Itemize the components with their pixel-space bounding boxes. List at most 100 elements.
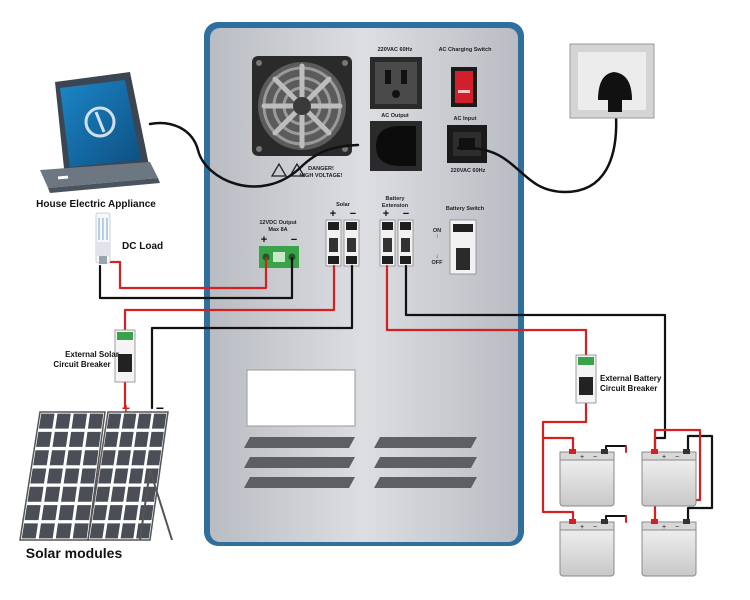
dc-output-label-1: 12VDC Output	[259, 220, 296, 226]
solar-cell	[89, 523, 105, 539]
solar-input-breaker[interactable]: Solar + −	[325, 202, 360, 267]
dc-load-label: DC Load	[122, 241, 163, 252]
battery-ext-label-2: Extension	[382, 203, 409, 209]
solar-cell	[105, 523, 121, 539]
solar-cell	[141, 486, 157, 502]
ac-input-cable	[456, 113, 618, 194]
warning-line-2: HIGH VOLTAGE!	[300, 173, 343, 179]
solar-cell	[36, 431, 52, 447]
solar-cell	[58, 505, 75, 521]
switch-on-label: ON	[433, 228, 441, 234]
switch-off-label: OFF	[432, 260, 444, 266]
battery-4: +−	[641, 519, 697, 577]
battery-positive-terminal	[569, 449, 576, 454]
solar-minus: −	[350, 208, 356, 220]
solar-cell	[138, 505, 154, 521]
solar-cell	[55, 413, 71, 429]
solar-cell	[85, 431, 101, 447]
solar-cell	[107, 505, 123, 521]
ac-charging-label: AC Charging Switch	[439, 47, 493, 53]
solar-cell	[101, 450, 116, 466]
battery-2: +−	[641, 449, 697, 507]
solar-cell	[24, 505, 41, 521]
battery-bank: +−+−+−+−	[559, 449, 697, 577]
solar-module-minus: −	[156, 400, 164, 416]
ac-input-socket[interactable]: AC Input 220VAC 60Hz	[447, 116, 487, 174]
solar-cell	[82, 450, 99, 466]
battery-3: +−	[559, 519, 615, 577]
battery-negative-terminal	[683, 519, 690, 524]
svg-text:↓: ↓	[436, 254, 439, 260]
battery-plus-sign: +	[662, 524, 666, 531]
battery-minus-sign: −	[593, 454, 597, 461]
ac-charging-switch[interactable]: AC Charging Switch	[439, 47, 493, 107]
solar-cell	[66, 450, 82, 466]
solar-plus: +	[330, 208, 336, 220]
solar-cell	[27, 486, 44, 502]
house-appliance-label: House Electric Appliance	[36, 199, 156, 210]
solar-positive-wire	[123, 264, 336, 332]
battery-minus-sign: −	[675, 454, 679, 461]
solar-cell	[46, 468, 63, 484]
solar-cell	[55, 523, 72, 539]
solar-cell	[49, 450, 66, 466]
solar-modules-label: Solar modules	[26, 545, 123, 561]
solar-cell	[136, 413, 152, 429]
ac-output-label: AC Output	[381, 113, 409, 119]
battery-positive-terminal	[651, 519, 658, 524]
solar-cell	[61, 486, 77, 502]
solar-cell	[72, 523, 89, 539]
solar-cell	[92, 505, 108, 521]
solar-cell	[98, 468, 114, 484]
ext-solar-breaker-label-2: Circuit Breaker	[53, 360, 110, 369]
battery-positive-wire	[385, 264, 588, 357]
solar-cell	[87, 413, 104, 429]
solar-cell	[38, 413, 55, 429]
battery-1: +−	[559, 449, 615, 507]
external-battery-circuit-breaker[interactable]: External Battery Circuit Breaker	[575, 354, 662, 404]
battery-minus-sign: −	[593, 524, 597, 531]
battery-negative-terminal	[601, 449, 608, 454]
solar-cell	[151, 413, 167, 429]
solar-cell	[80, 468, 96, 484]
battery-positive-terminal	[651, 449, 658, 454]
solar-cell	[149, 431, 164, 447]
dc-load-positive-wire	[108, 256, 268, 290]
dc-output-plus: +	[261, 234, 267, 246]
solar-cell	[128, 468, 144, 484]
solar-cell	[113, 468, 129, 484]
svg-text:↑: ↑	[436, 234, 439, 240]
solar-cell	[33, 450, 50, 466]
battery-extension-breaker[interactable]: Battery Extension + −	[379, 196, 414, 267]
battery-switch-label: Battery Switch	[446, 206, 485, 212]
battery-plus-sign: +	[580, 524, 584, 531]
dc-load-negative-wire	[98, 256, 294, 300]
dc-output-terminal[interactable]: 12VDC Output Max 8A + −	[259, 220, 299, 268]
wires	[98, 113, 714, 524]
solar-cell	[30, 468, 47, 484]
solar-cell	[75, 505, 92, 521]
display-window	[246, 369, 356, 427]
solar-cell	[103, 431, 119, 447]
external-solar-circuit-breaker[interactable]: External Solar Circuit Breaker	[53, 329, 136, 383]
ext-battery-breaker-label-2: Circuit Breaker	[600, 384, 657, 393]
cooling-fan	[252, 56, 352, 156]
solar-modules: + − Solar modules	[19, 400, 173, 561]
solar-cell	[126, 486, 141, 502]
battery-switch[interactable]: Battery Switch ON ↑ ↓ OFF	[432, 206, 485, 275]
ac-output-socket[interactable]: AC Output	[370, 113, 422, 171]
ac-output-socket-universal[interactable]: 220VAC 60Hz	[370, 47, 422, 109]
battery-plus-sign: +	[662, 454, 666, 461]
solar-negative-wire	[150, 264, 354, 410]
socket-rating-label: 220VAC 60Hz	[378, 47, 413, 53]
wall-socket	[569, 43, 655, 119]
battery-positive-terminal	[569, 519, 576, 524]
solar-cell	[21, 523, 38, 539]
battery-negative-terminal	[601, 519, 608, 524]
dc-output-label-2: Max 8A	[268, 227, 287, 233]
ext-solar-breaker-label-1: External Solar	[65, 350, 119, 359]
dc-output-minus: −	[291, 234, 297, 246]
solar-cell	[68, 431, 85, 447]
ac-output-cable	[148, 121, 360, 188]
